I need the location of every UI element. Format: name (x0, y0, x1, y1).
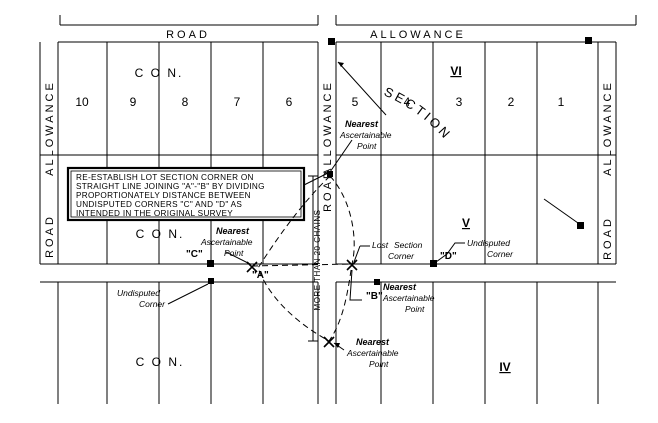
section-number-iv: IV (499, 360, 510, 374)
annotation-leader (225, 251, 251, 265)
lost-corner-x-mark (346, 259, 358, 271)
monument-marker (585, 37, 592, 44)
lot-number: 6 (286, 95, 293, 109)
annotation-text: Corner (487, 249, 514, 259)
annotation-undisputed-c: Undisputed Corner (117, 283, 209, 309)
annotation-text: Point (405, 304, 425, 314)
concession-label-upper: C O N. (135, 66, 184, 80)
point-a-label: "A" (252, 270, 269, 281)
lot-number: 5 (352, 95, 359, 109)
annotation-text: Ascertainable (200, 237, 253, 247)
allowance-label-left: ALLOWANCE (44, 80, 56, 176)
annotation-text: Ascertainable (339, 130, 392, 140)
annotation-text: Undisputed (117, 288, 160, 298)
arrow-head (338, 62, 344, 67)
line-a-b (251, 263, 353, 267)
section-label: SECTION (382, 84, 455, 143)
construction-lines (246, 175, 358, 348)
monument-leader (543, 198, 579, 224)
instruction-line: STRAIGHT LINE JOINING "A"-"B" BY DIVIDIN… (76, 182, 265, 191)
annotation-lost-corner: Lost Section Corner (353, 240, 423, 263)
annotation-text: Point (357, 141, 377, 151)
instruction-line: PROPORTIONATELY DISTANCE BETWEEN (76, 191, 251, 200)
section-label-path: SECTION (382, 84, 452, 143)
corner-c-marker (207, 260, 214, 267)
monument-marker (577, 222, 584, 229)
lot-number: 1 (558, 95, 565, 109)
annotation-text: Corner (388, 251, 415, 261)
section-leader (337, 61, 387, 116)
instruction-line: UNDISPUTED CORNERS "C" AND "D" AS (76, 200, 242, 209)
annotation-text: Lost (372, 240, 389, 250)
instruction-box-leader (303, 171, 331, 186)
instruction-box: RE-ESTABLISH LOT SECTION CORNER ON STRAI… (66, 166, 306, 222)
corner-d-marker (430, 260, 437, 267)
point-b-label: "B" (366, 291, 383, 302)
monument-marker (327, 171, 333, 177)
annotation-text: Point (224, 248, 244, 258)
annotation-undisputed-d: Undisputed Corner (435, 238, 514, 263)
annotation-text: Corner (139, 299, 166, 309)
annotation-text: Nearest (356, 337, 390, 347)
concession-label-lower: C O N. (136, 355, 185, 369)
lot-number: 7 (234, 95, 241, 109)
section-number-vi: VI (450, 64, 461, 78)
road-label-top: ROAD (166, 29, 210, 41)
annotation-leader (329, 139, 353, 173)
annotation-nearest-top: Nearest Ascertainable Point (329, 61, 392, 173)
monument-marker (328, 38, 335, 45)
instruction-line: RE-ESTABLISH LOT SECTION CORNER ON (76, 173, 254, 182)
instruction-box-border (66, 166, 306, 222)
point-d-label: "D" (440, 251, 457, 262)
annotation-text: Nearest (345, 119, 379, 129)
point-c-label: "C" (186, 249, 203, 260)
annotation-text: Ascertainable (382, 293, 435, 303)
lot-numbers: 10 9 8 7 6 5 4 3 2 1 (75, 95, 564, 109)
annotation-text: Point (369, 359, 389, 369)
annotation-text: Ascertainable (346, 348, 399, 358)
road-label-middle: ROAD (322, 168, 334, 212)
concession-label-middle: C O N. (136, 227, 185, 241)
nearest-point-x-mark (323, 336, 335, 348)
annotation-text: Nearest (383, 282, 417, 292)
lot-lines (106, 42, 538, 404)
allowance-label-middle: ALLOWANCE (322, 80, 334, 176)
road-label-left: ROAD (44, 214, 56, 258)
arrow-head (334, 343, 340, 348)
distance-label: MORE THAN 20 CHAINS (313, 210, 322, 311)
road-label-right: ROAD (602, 216, 614, 260)
annotation-leader (349, 269, 362, 301)
annotation-leader (435, 242, 465, 263)
lot-number: 3 (456, 95, 463, 109)
monuments (207, 37, 592, 285)
instruction-line: INTENDED IN THE ORIGINAL SURVEY (76, 209, 233, 218)
undisputed-corner-c-marker (208, 278, 214, 284)
lot-number: 4 (404, 95, 411, 109)
annotation-text: Nearest (216, 226, 250, 236)
annotation-text: Section (394, 240, 423, 250)
road-allowance-lines (39, 15, 637, 404)
instruction-box-inner-border (70, 170, 302, 218)
annotation-leader (167, 283, 209, 305)
lot-number: 10 (75, 95, 89, 109)
lot-number: 9 (130, 95, 137, 109)
annotation-nearest-bottom: Nearest Ascertainable Point (333, 337, 399, 369)
allowance-label-right: ALLOWANCE (602, 80, 614, 176)
lot-number: 2 (508, 95, 515, 109)
annotation-text: Undisputed (467, 238, 510, 248)
annotation-leader (353, 245, 361, 263)
allowance-label-top: ALLOWANCE (370, 29, 466, 41)
point-b-marker (374, 279, 380, 285)
section-number-v: V (462, 216, 470, 230)
lot-number: 8 (182, 95, 189, 109)
annotation-nearest-a: Nearest Ascertainable Point (200, 226, 253, 265)
annotation-nearest-b: Nearest Ascertainable Point (349, 269, 435, 314)
